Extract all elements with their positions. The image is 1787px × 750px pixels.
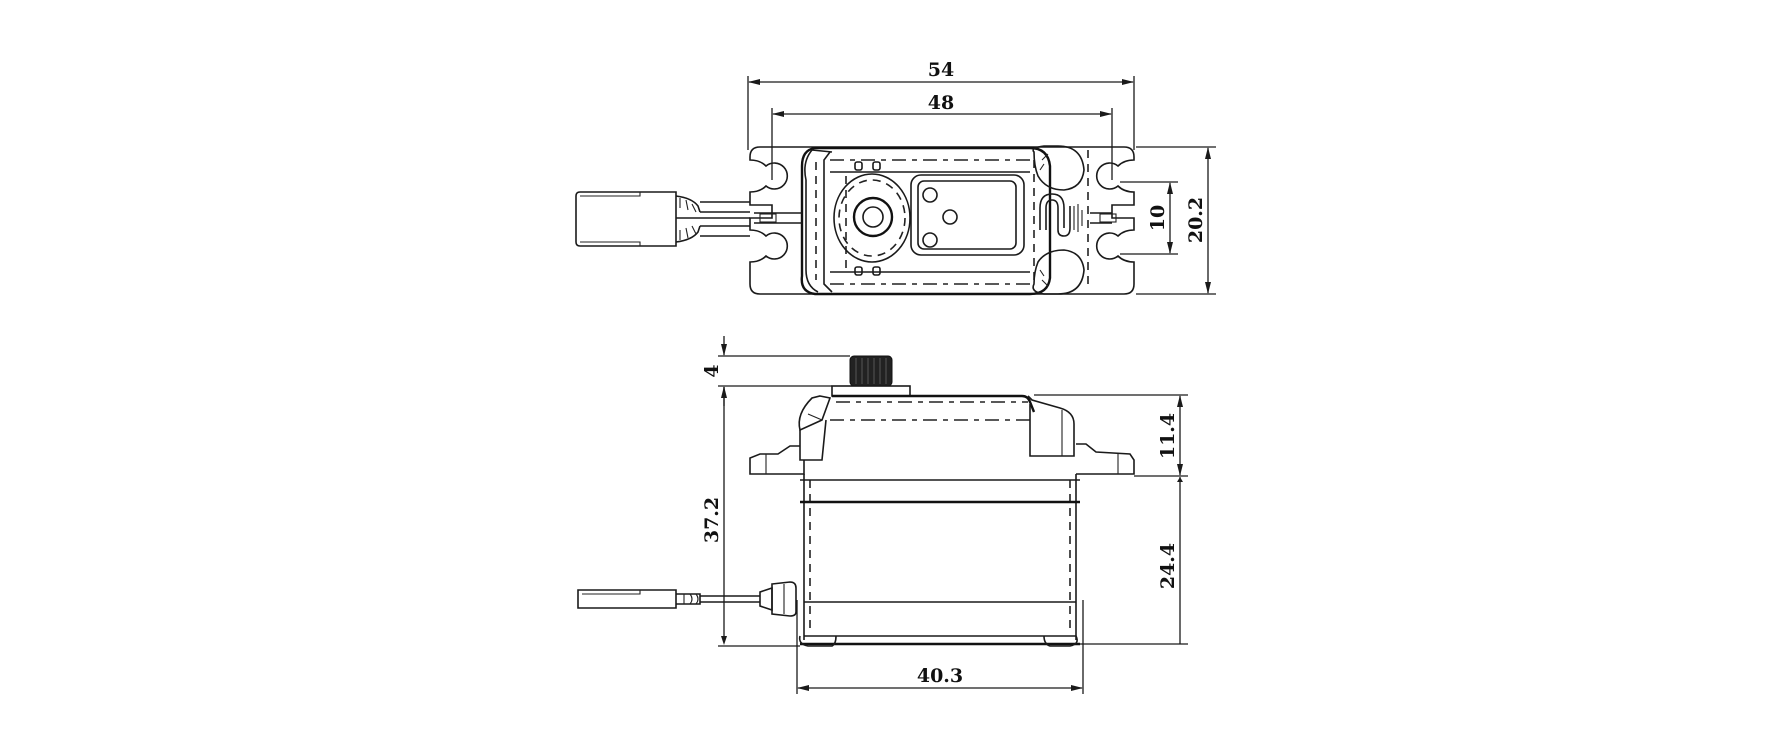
mounting-flange xyxy=(749,146,1135,295)
dimension-spline-height: 4 xyxy=(701,336,850,406)
dim-label-48: 48 xyxy=(928,92,954,114)
dim-label-11-4: 11.4 xyxy=(1157,413,1179,459)
top-view: 54 48 xyxy=(575,59,1216,296)
connector-top-view xyxy=(575,191,750,247)
output-spline xyxy=(831,355,911,397)
dimension-overall-height: 37.2 xyxy=(701,387,800,647)
dim-label-37-2: 37.2 xyxy=(701,497,723,543)
dimension-upper-height: 11.4 xyxy=(1034,394,1188,477)
dim-label-4: 4 xyxy=(701,364,723,377)
dim-label-24-4: 24.4 xyxy=(1157,543,1179,589)
side-view: 4 37.2 11.4 24.4 40.3 xyxy=(577,336,1188,694)
output-gear-top xyxy=(833,161,911,276)
dim-label-20-2: 20.2 xyxy=(1185,197,1207,243)
end-cap-logo xyxy=(1032,145,1089,295)
dimension-overall-length: 54 xyxy=(747,59,1135,150)
dim-label-54: 54 xyxy=(928,59,954,81)
case-top-cover xyxy=(749,394,1135,475)
dimension-mount-hole-spacing: 48 xyxy=(771,92,1113,180)
dimension-case-length: 40.3 xyxy=(796,600,1084,694)
dim-label-40-3: 40.3 xyxy=(917,665,963,687)
label-panel xyxy=(910,174,1025,256)
dim-label-10: 10 xyxy=(1147,205,1169,231)
case-body xyxy=(798,474,1080,647)
wire-exit-marks xyxy=(754,212,1117,224)
connector-side-view xyxy=(577,581,797,617)
dimension-mount-slot-spacing: 10 xyxy=(1120,181,1178,255)
dimension-overall-width: 20.2 xyxy=(1136,146,1216,295)
case-top xyxy=(800,146,1052,296)
dimension-case-height: 24.4 xyxy=(1080,477,1188,645)
